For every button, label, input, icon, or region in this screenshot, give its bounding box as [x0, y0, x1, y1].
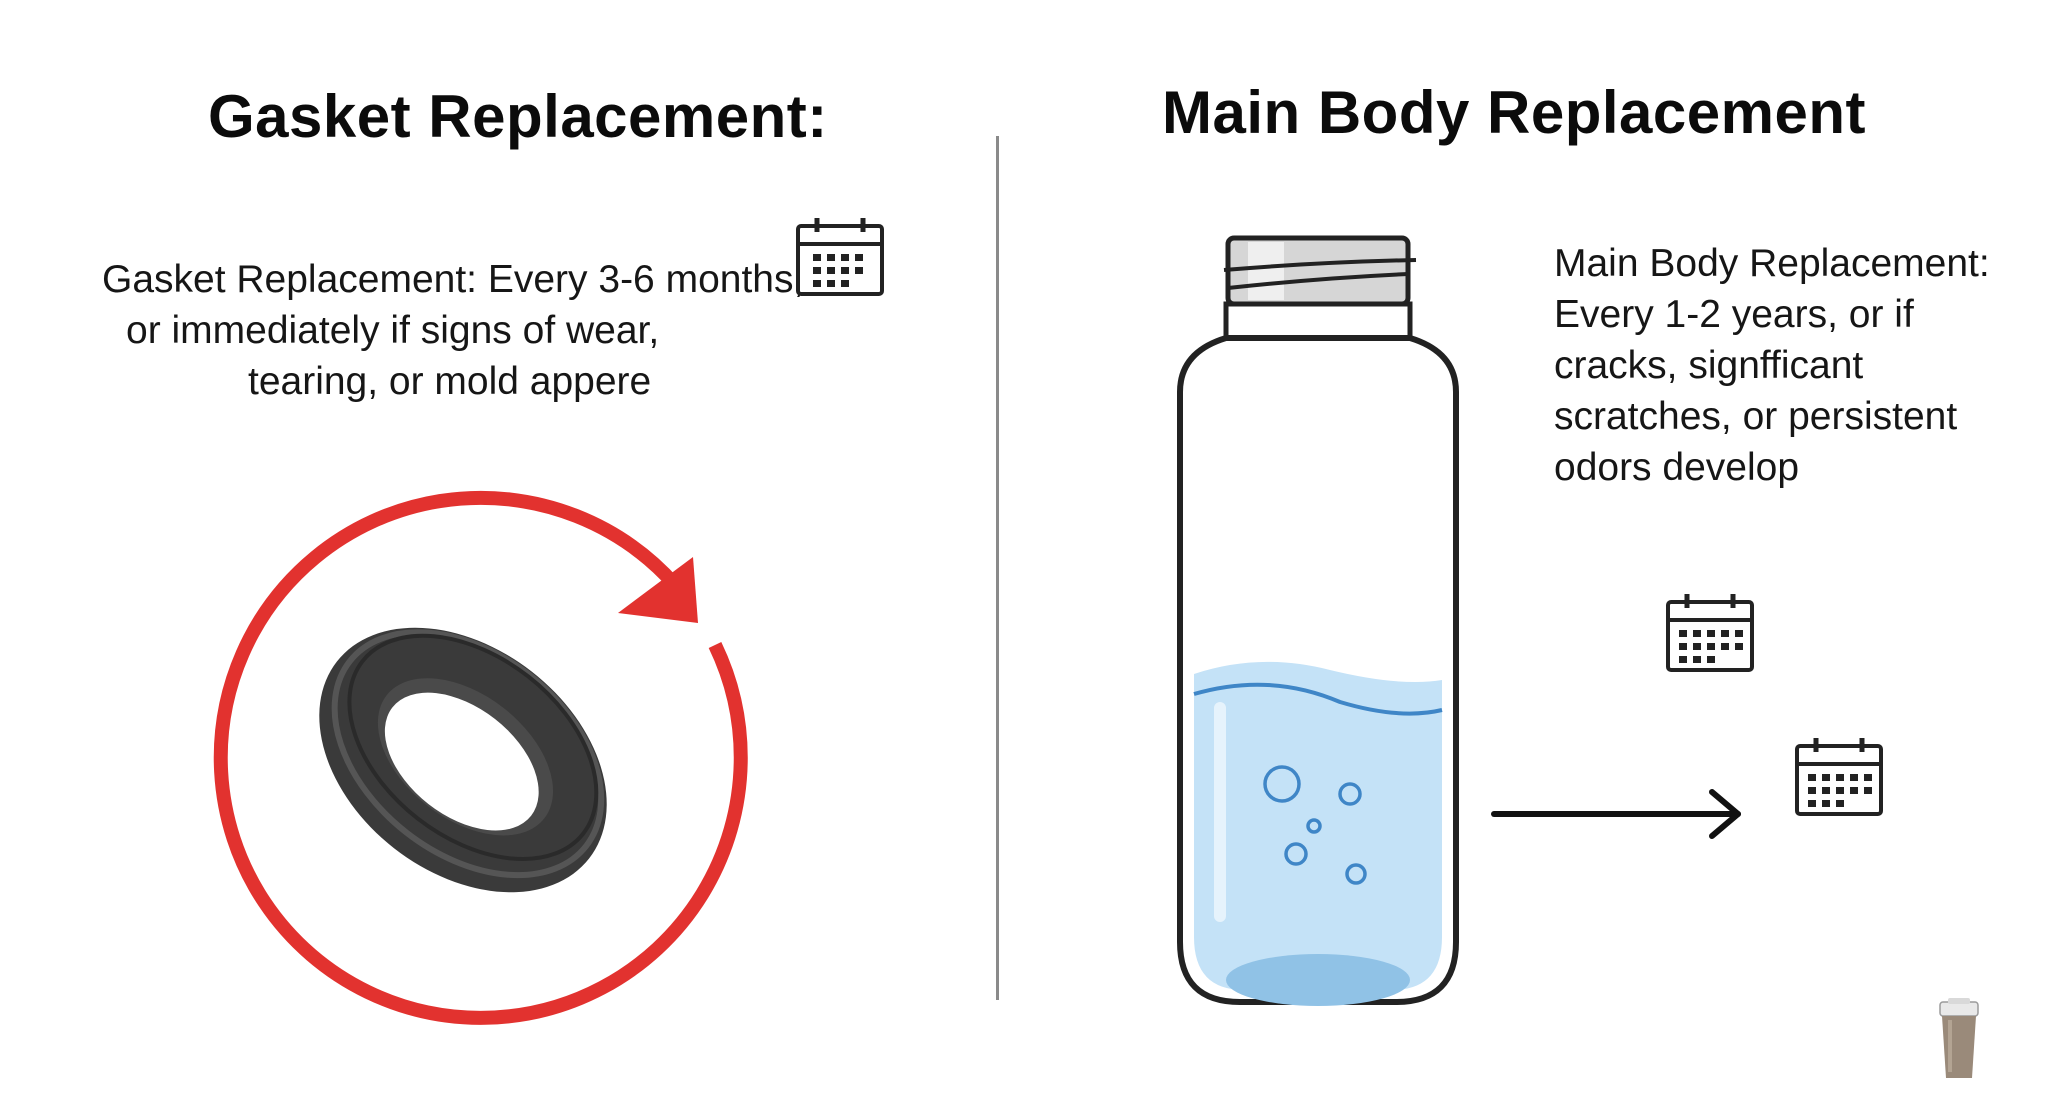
calendar-icon — [796, 218, 884, 296]
right-arrow-icon — [1491, 789, 1741, 839]
center-divider — [996, 136, 999, 1000]
gasket-description-line-3: tearing, or mold appere — [248, 360, 652, 403]
main-body-description-line-4: scratches, or persistent — [1554, 395, 1958, 438]
main-body-title: Main Body Replacement — [1162, 79, 1866, 146]
gasket-title: Gasket Replacement: — [208, 83, 828, 150]
gasket-description-line-2: or immediately if signs of wear, — [126, 309, 660, 352]
calendar-icon — [1795, 738, 1883, 816]
gasket-cycle-illustration — [213, 490, 748, 1025]
water-bottle-icon — [1177, 235, 1459, 1006]
tumbler-icon — [1939, 998, 1979, 1078]
gasket-ring-icon — [319, 627, 607, 893]
main-body-description-line-3: cracks, signfficant — [1554, 344, 1864, 387]
circular-arrow-icon — [213, 490, 748, 1025]
main-body-description-line-1: Main Body Replacement: — [1554, 242, 1990, 285]
main-body-description-line-2: Every 1-2 years, or if — [1554, 293, 1914, 336]
calendar-icon — [1666, 594, 1754, 672]
gasket-description-line-1: Gasket Replacement: Every 3-6 months, — [102, 258, 805, 301]
main-body-description-line-5: odors develop — [1554, 446, 1800, 489]
